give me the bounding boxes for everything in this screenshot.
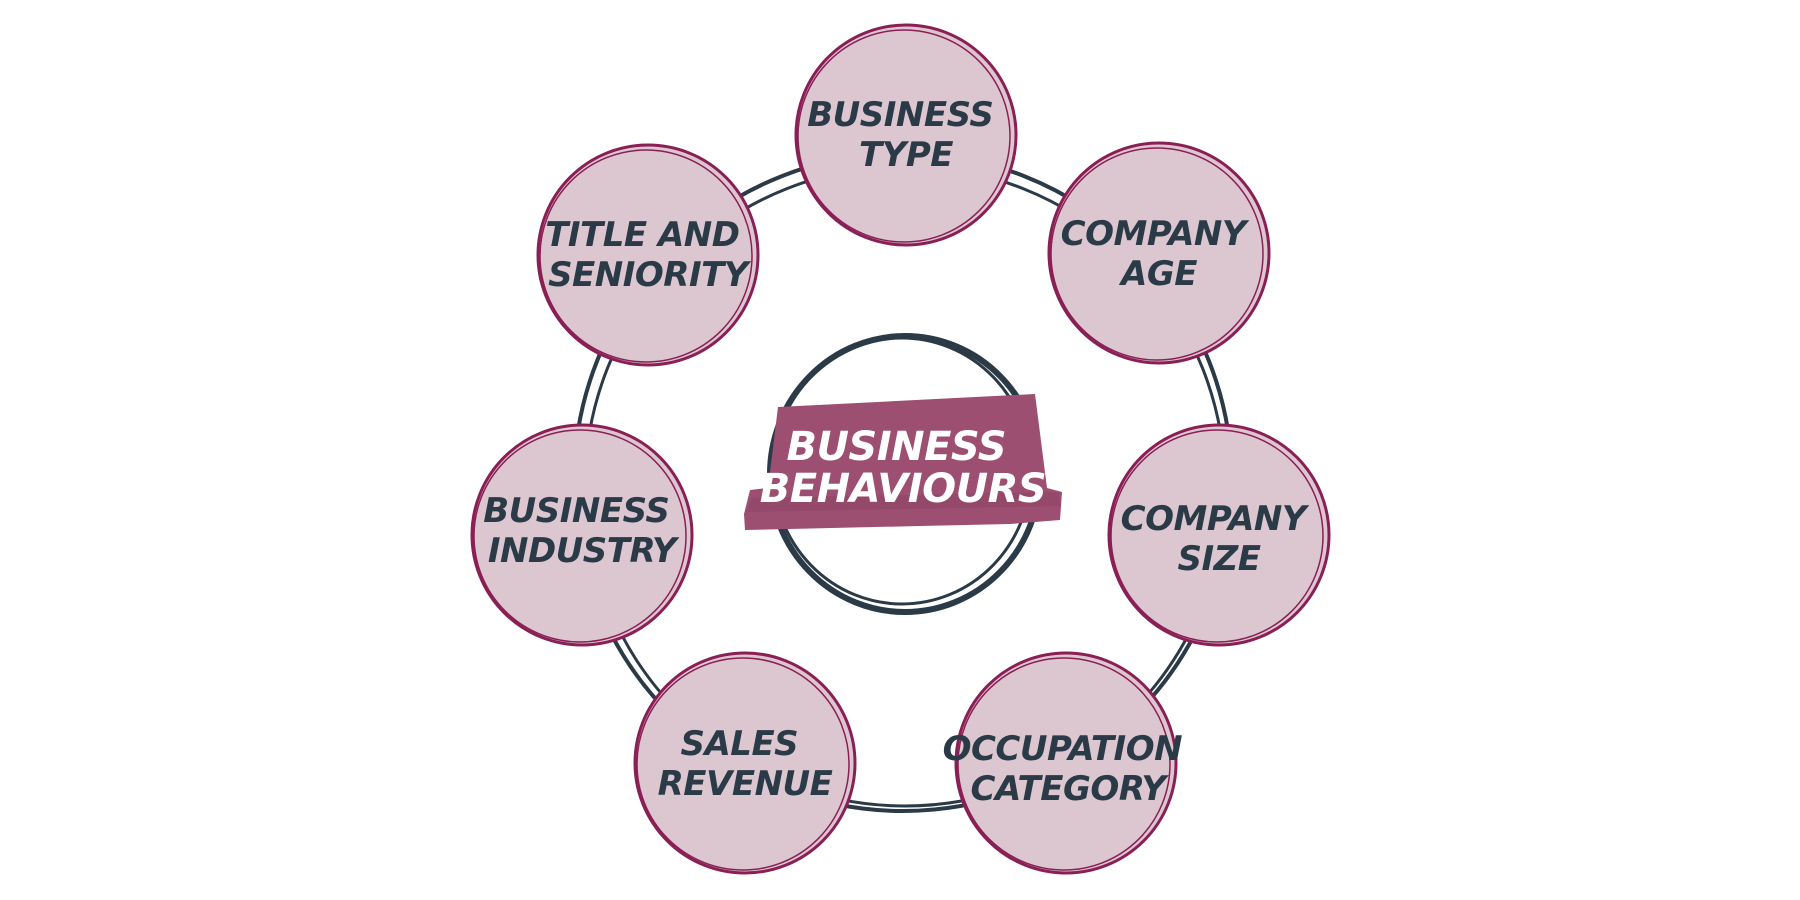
node-title-and-seniority: TITLE AND SENIORITY <box>536 143 760 367</box>
node-label: BUSINESS TYPE <box>807 95 1004 175</box>
node-label-line-1: BUSINESS <box>807 95 993 135</box>
node-label: COMPANY SIZE <box>1121 499 1318 579</box>
node-label: TITLE AND SENIORITY <box>545 215 752 295</box>
node-circle-sketch <box>1050 147 1264 361</box>
center-title: BUSINESS BEHAVIOURS <box>760 424 1046 512</box>
node-circle <box>633 651 857 875</box>
node-label-line-2: SENIORITY <box>548 255 752 295</box>
node-sales-revenue: SALES REVENUE <box>633 651 857 875</box>
node-label-line-2: TYPE <box>859 135 953 175</box>
node-circle <box>470 423 694 647</box>
center-title-line-2: BEHAVIOURS <box>760 466 1046 512</box>
center-banner: BUSINESS BEHAVIOURS <box>744 394 1062 530</box>
node-occupation-category: OCCUPATION CATEGORY <box>943 651 1194 875</box>
node-label: BUSINESS INDUSTRY <box>483 491 680 571</box>
node-label-line-1: TITLE AND <box>545 215 739 255</box>
node-circle-sketch <box>539 149 753 363</box>
node-business-industry: BUSINESS INDUSTRY <box>470 423 694 647</box>
node-label-line-2: INDUSTRY <box>488 531 680 571</box>
node-circle <box>536 143 760 367</box>
node-label: COMPANY AGE <box>1061 214 1258 294</box>
node-circle <box>1107 423 1331 647</box>
node-label-line-1: OCCUPATION <box>943 729 1183 769</box>
node-circle <box>1047 141 1271 365</box>
banner-brush-edge <box>746 492 1061 512</box>
node-label-line-1: COMPANY <box>1121 499 1310 539</box>
node-business-type: BUSINESS TYPE <box>794 23 1018 247</box>
node-label-line-2: AGE <box>1118 254 1197 294</box>
node-company-size: COMPANY SIZE <box>1107 423 1331 647</box>
node-label: SALES REVENUE <box>658 724 833 804</box>
node-circle-sketch <box>636 657 850 871</box>
node-circle-sketch <box>797 29 1011 243</box>
center-title-line-1: BUSINESS <box>786 424 1006 470</box>
node-circle-sketch <box>473 429 687 643</box>
node-circle-sketch <box>957 657 1171 871</box>
node-label-line-1: COMPANY <box>1061 214 1250 254</box>
node-label-line-2: SIZE <box>1177 539 1260 579</box>
node-label-line-2: CATEGORY <box>971 769 1170 809</box>
node-label: OCCUPATION CATEGORY <box>943 729 1194 809</box>
node-label-line-2: REVENUE <box>658 764 833 804</box>
node-circle <box>794 23 1018 247</box>
node-circle-sketch <box>1110 429 1324 643</box>
node-label-line-1: SALES <box>680 724 798 764</box>
node-label-line-1: BUSINESS <box>483 491 669 531</box>
node-company-age: COMPANY AGE <box>1047 141 1271 365</box>
node-circle <box>954 651 1178 875</box>
